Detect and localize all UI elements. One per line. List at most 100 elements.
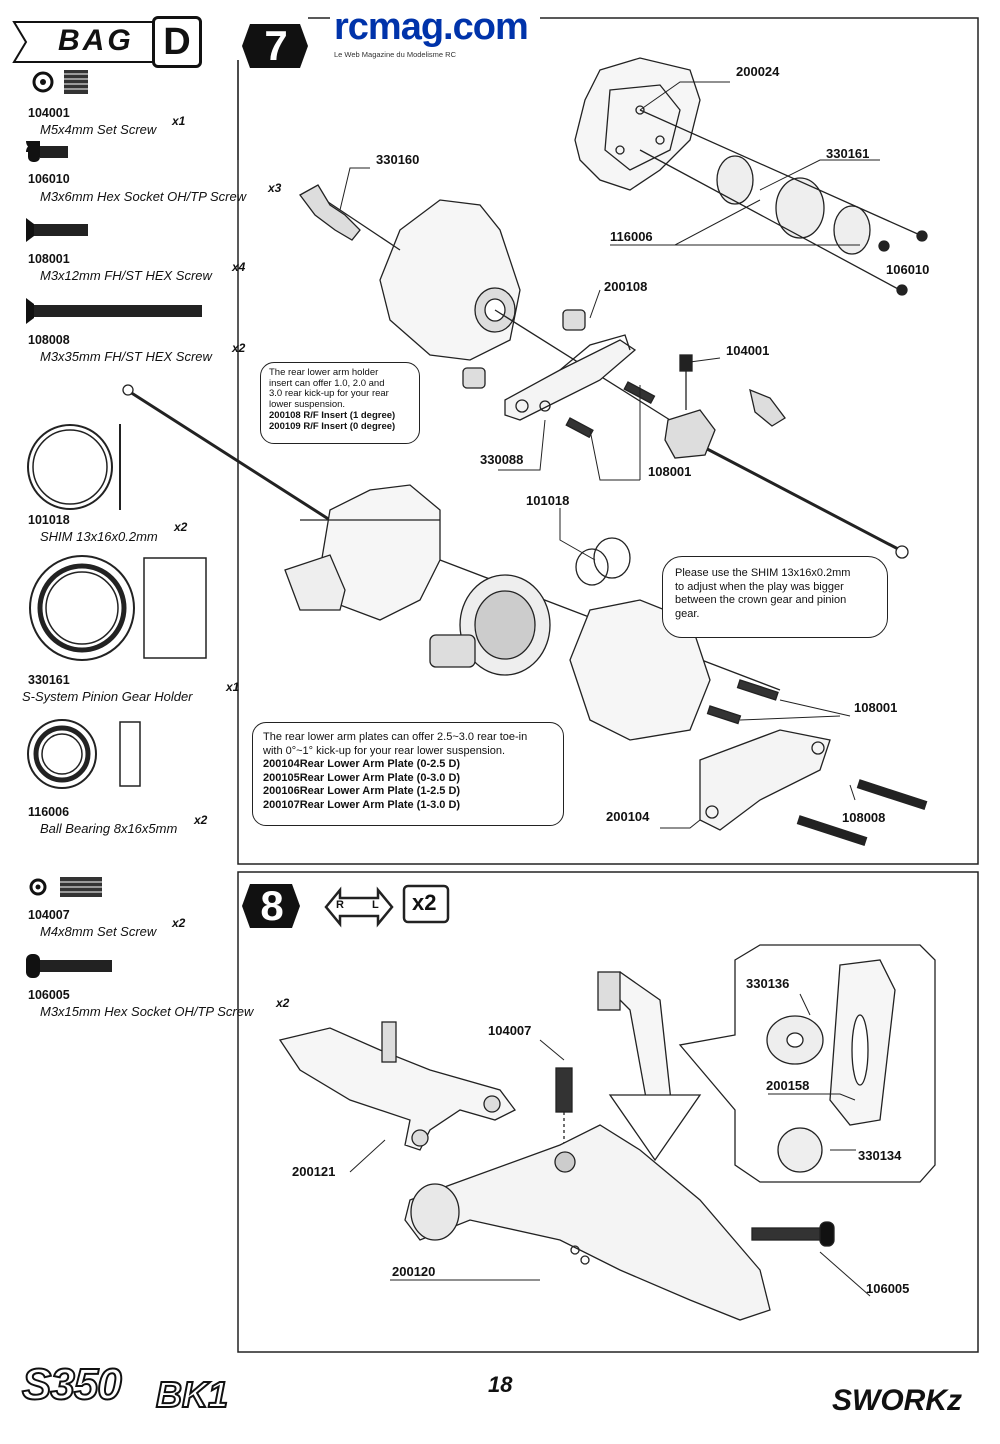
callout-bold-line: 200105Rear Lower Arm Plate (0-3.0 D) [263,771,461,784]
ball-bearing-icon [27,719,141,789]
callout-lower-arm-plates: The rear lower arm plates can offer 2.5~… [252,722,564,826]
part-qty: x4 [232,260,246,274]
callout-line: 3.0 rear kick-up for your rear [269,388,389,399]
label-101018: 101018 [526,493,570,508]
callout-bold-line: 200108 R/F Insert (1 degree) [269,410,396,421]
pinion-gear-holder-icon [29,555,207,661]
step8-assembly-drawing [278,884,936,1321]
callout-line: insert can offer 1.0, 2.0 and [269,377,385,389]
label-330134: 330134 [858,1148,902,1163]
label-106005: 106005 [866,1281,910,1296]
step-7-badge: 7 [248,24,304,68]
part-number: 330161 [28,673,70,687]
label-106010: 106010 [886,262,930,277]
multiplier-box [402,884,450,924]
label-116006: 116006 [610,229,653,244]
part-qty: x2 [232,341,246,355]
multiplier-label: x2 [412,890,437,915]
logo-text: rcmag.com [334,6,529,48]
callout-line: The rear lower arm holder [269,367,379,378]
step-8-badge: 8 [244,884,300,928]
part-number: 104001 [28,106,70,120]
side-right-letter: R [336,899,344,911]
label-200158: 200158 [766,1078,810,1093]
sworkz-logo: SWORKz [832,1384,962,1417]
part-number: 108008 [28,333,70,347]
logo-subtitle: Le Web Magazine du Modelisme RC [334,50,457,59]
part-name: S-System Pinion Gear Holder [22,689,193,704]
part-qty: x1 [172,114,186,128]
model-logo-b: BK1 [155,1373,229,1416]
part-number: 101018 [28,513,70,527]
callout-kickup-insert: The rear lower arm holder insert can off… [260,362,420,444]
callout-bold-line: 200109 R/F Insert (0 degree) [269,421,396,432]
model-logo-a: S350 [21,1359,123,1410]
part-number: 104007 [28,908,70,922]
callout-bold-line: 200106Rear Lower Arm Plate (1-2.5 D) [263,785,461,797]
label-200104: 200104 [606,809,650,824]
part-number: 116006 [28,805,70,819]
label-330161: 330161 [826,146,870,161]
part-number: 108001 [28,252,70,266]
label-330088: 330088 [480,452,524,467]
label-200120: 200120 [392,1264,436,1279]
part-name: M3x15mm Hex Socket OH/TP Screw [40,1004,254,1019]
callout-line: Please use the SHIM 13x16x0.2mm [675,567,851,579]
part-name: M3x12mm FH/ST HEX Screw [40,268,212,283]
step7-frame [237,17,979,865]
part-qty: x2 [194,813,208,827]
label-200121: 200121 [292,1164,336,1179]
callout-line: between the crown gear and pinion [675,594,847,606]
bag-letter: D [152,16,202,68]
bag-label: BAG [58,24,134,57]
side-left-letter: L [372,899,379,911]
part-name: SHIM 13x16x0.2mm [40,529,158,544]
step7-badge-shape [242,24,308,68]
button-head-screw-icon [26,141,68,162]
label-330160: 330160 [376,152,420,167]
part-name: M3x6mm Hex Socket OH/TP Screw [40,189,247,204]
part-number: 106010 [28,172,70,186]
step8-badge-shape [242,884,300,928]
label-330136: 330136 [746,976,790,991]
step8-leader-lines [349,993,871,1297]
part-name: M5x4mm Set Screw [40,122,157,137]
rl-direction-icon [324,886,394,928]
long-flat-head-screw-icon [26,298,202,324]
part-name: Ball Bearing 8x16x5mm [40,821,178,836]
label-108001: 108001 [648,464,692,479]
part-qty: x1 [226,680,240,694]
part-qty: x2 [276,996,290,1010]
part-number: 106005 [28,988,70,1002]
step7-leader-lines [339,81,880,829]
callout-line: with 0°~1° kick-up for your rear lower s… [263,744,506,757]
label-108008: 108008 [842,810,886,825]
hex-socket-m3x15-screw-icon [26,954,112,978]
callout-bold-line: 200107Rear Lower Arm Plate (1-3.0 D) [263,798,461,811]
label-200024: 200024 [736,64,780,79]
part-qty: x3 [268,181,282,195]
label-104001: 104001 [726,343,770,358]
set-screw-icon [32,70,88,94]
set-screw-m4-icon [29,877,102,897]
shim-icon [27,424,121,510]
step-8-number: 8 [260,882,284,929]
label-108001-lower: 108001 [854,700,898,715]
step8-frame [237,871,979,1353]
bag-banner [12,21,161,63]
page-number: 18 [488,1372,513,1397]
part-qty: x2 [172,916,186,930]
callout-line: gear. [675,607,700,620]
label-104007: 104007 [488,1023,532,1038]
callout-bold-line: 200104Rear Lower Arm Plate (0-2.5 D) [263,758,461,770]
flat-head-screw-icon [26,218,88,242]
part-qty: x2 [174,520,188,534]
step-7-number: 7 [264,22,288,69]
callout-shim-adjust: Please use the SHIM 13x16x0.2mm to adjus… [662,556,888,638]
callout-line: The rear lower arm plates can offer 2.5~… [263,731,528,743]
callout-line: to adjust when the play was bigger [675,580,844,593]
part-name: M3x35mm FH/ST HEX Screw [40,349,212,364]
callout-line: lower suspension. [269,398,346,410]
part-name: M4x8mm Set Screw [40,924,157,939]
